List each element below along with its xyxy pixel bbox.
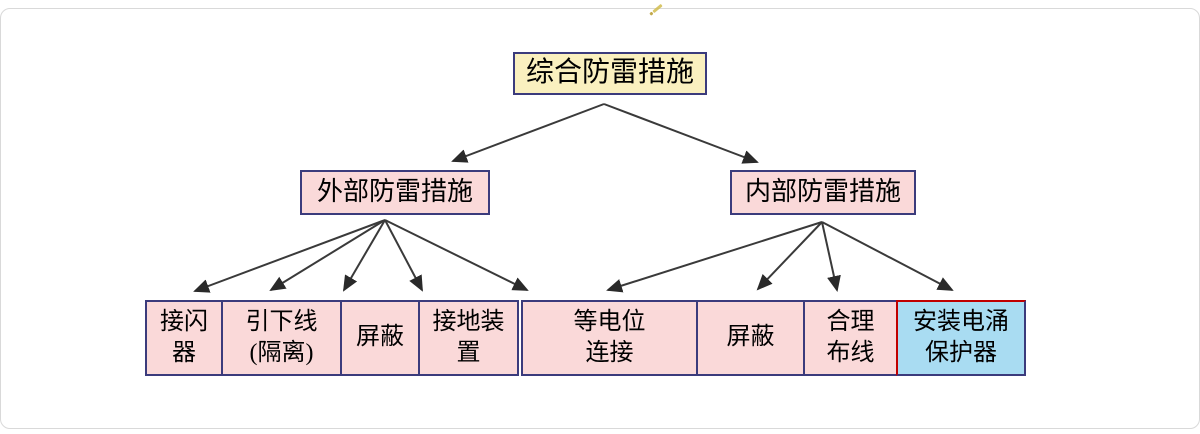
edge-internal-equipotential: [606, 221, 823, 293]
leaf-label: 接闪 器: [160, 308, 208, 366]
node-root: 综合防雷措施: [513, 52, 707, 95]
node-shielding-external: 屏蔽: [340, 300, 420, 376]
node-air-terminal: 接闪 器: [145, 300, 223, 376]
node-down-conductor: 引下线 (隔离): [221, 300, 342, 376]
leaf-label: 屏蔽: [726, 324, 775, 351]
node-internal-label: 内部防雷措施: [744, 177, 901, 207]
edge-external-equipotential: [384, 219, 529, 291]
edge-external-down-conductor: [269, 219, 386, 292]
node-surge-protector: 安装电涌 保护器: [896, 300, 1026, 376]
edge-internal-shielding: [756, 221, 823, 291]
node-shielding-internal: 屏蔽: [696, 300, 805, 376]
node-reasonable-wiring: 合理 布线: [803, 300, 898, 376]
node-equipotential-bond: 等电位 连接: [521, 300, 698, 376]
leaf-label: 接地装 置: [432, 308, 505, 366]
leaf-label: 屏蔽: [356, 324, 404, 351]
node-root-label: 综合防雷措施: [525, 57, 694, 89]
node-internal-measures: 内部防雷措施: [730, 170, 916, 215]
edge-internal-surge-protector: [821, 221, 954, 291]
node-external-label: 外部防雷措施: [316, 177, 473, 207]
edge-root-internal: [603, 103, 759, 164]
leaf-label: 引下线 (隔离): [245, 308, 318, 366]
leaf-label: 安装电涌 保护器: [913, 308, 1009, 366]
edge-external-earthing: [384, 219, 423, 292]
node-earthing-device: 接地装 置: [418, 300, 519, 376]
leaf-label: 等电位 连接: [573, 308, 646, 366]
node-external-measures: 外部防雷措施: [300, 170, 490, 215]
edge-external-air-terminal: [193, 219, 386, 293]
edge-external-shielding: [342, 219, 386, 292]
leaf-label: 合理 布线: [826, 308, 875, 366]
edge-internal-wiring: [821, 221, 841, 292]
edge-root-external: [451, 103, 605, 163]
